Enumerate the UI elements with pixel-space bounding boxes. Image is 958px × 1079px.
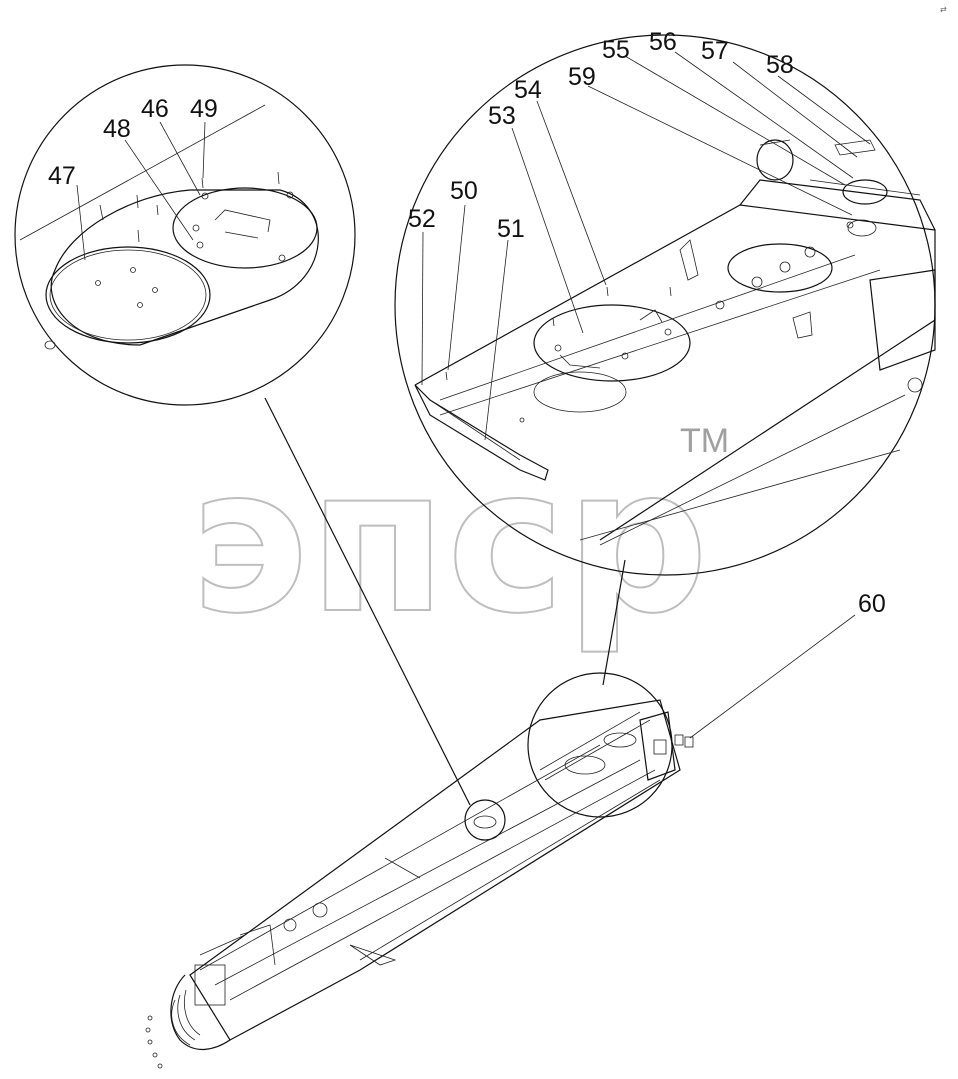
callout-52: 52 (408, 205, 436, 233)
leader-right-detail (602, 559, 626, 686)
callout-54: 54 (514, 76, 542, 104)
callout-labels: 46 47 48 49 50 51 52 53 54 55 56 57 58 5… (48, 28, 886, 618)
corner-mark: ⇄ (940, 5, 947, 14)
detail-view-right (394, 34, 936, 576)
callout-48: 48 (103, 115, 131, 143)
detail-marker-left (464, 799, 506, 841)
callout-55: 55 (602, 36, 630, 64)
callout-57: 57 (701, 37, 729, 65)
callout-53: 53 (488, 102, 516, 130)
callout-60: 60 (858, 590, 886, 618)
callout-47: 47 (48, 162, 76, 190)
callout-56: 56 (649, 28, 677, 56)
callout-58: 58 (766, 51, 794, 79)
callout-46: 46 (141, 95, 169, 123)
boom-assembly (145, 699, 694, 1069)
callout-59: 59 (568, 63, 596, 91)
callout-leaders (76, 51, 871, 739)
callout-50: 50 (450, 177, 478, 205)
detail-marker-right (527, 672, 673, 818)
watermark-trademark: TM (680, 422, 729, 460)
leader-left-detail (264, 397, 471, 806)
callout-51: 51 (497, 215, 525, 243)
detail-view-left (14, 64, 356, 406)
callout-49: 49 (190, 95, 218, 123)
watermark: эпср TM (189, 422, 729, 659)
watermark-text: эпср (190, 425, 708, 658)
